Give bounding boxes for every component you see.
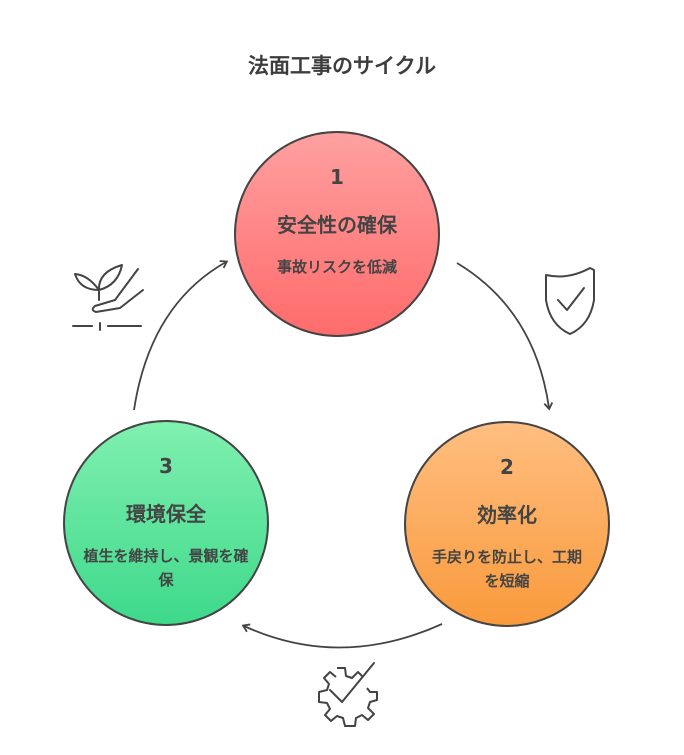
node-description: 事故リスクを低減 — [276, 258, 397, 276]
arrow-2-to-3 — [241, 623, 443, 649]
node-number: 3 — [159, 454, 173, 478]
arrow-3-to-1 — [133, 260, 229, 411]
shield-check-icon — [545, 267, 595, 335]
node-heading: 環境保全 — [126, 502, 206, 526]
node-description: 手戻りを防止し、工期を短縮 — [431, 548, 582, 590]
gear-check-icon — [318, 662, 378, 727]
node-description: 植生を維持し、景観を確保 — [83, 547, 249, 589]
node-heading: 効率化 — [477, 503, 537, 527]
plant-hand-icon — [72, 264, 144, 331]
node-number: 1 — [330, 165, 344, 189]
cycle-node-safety: 1 安全性の確保 事故リスクを低減 — [234, 131, 440, 337]
cycle-node-efficiency: 2 効率化 手戻りを防止し、工期を短縮 — [404, 421, 610, 627]
arrow-1-to-2 — [456, 262, 554, 411]
node-heading: 安全性の確保 — [277, 213, 397, 237]
diagram-title: 法面工事のサイクル — [248, 54, 436, 78]
cycle-node-environment: 3 環境保全 植生を維持し、景観を確保 — [63, 420, 269, 626]
node-number: 2 — [500, 455, 514, 479]
